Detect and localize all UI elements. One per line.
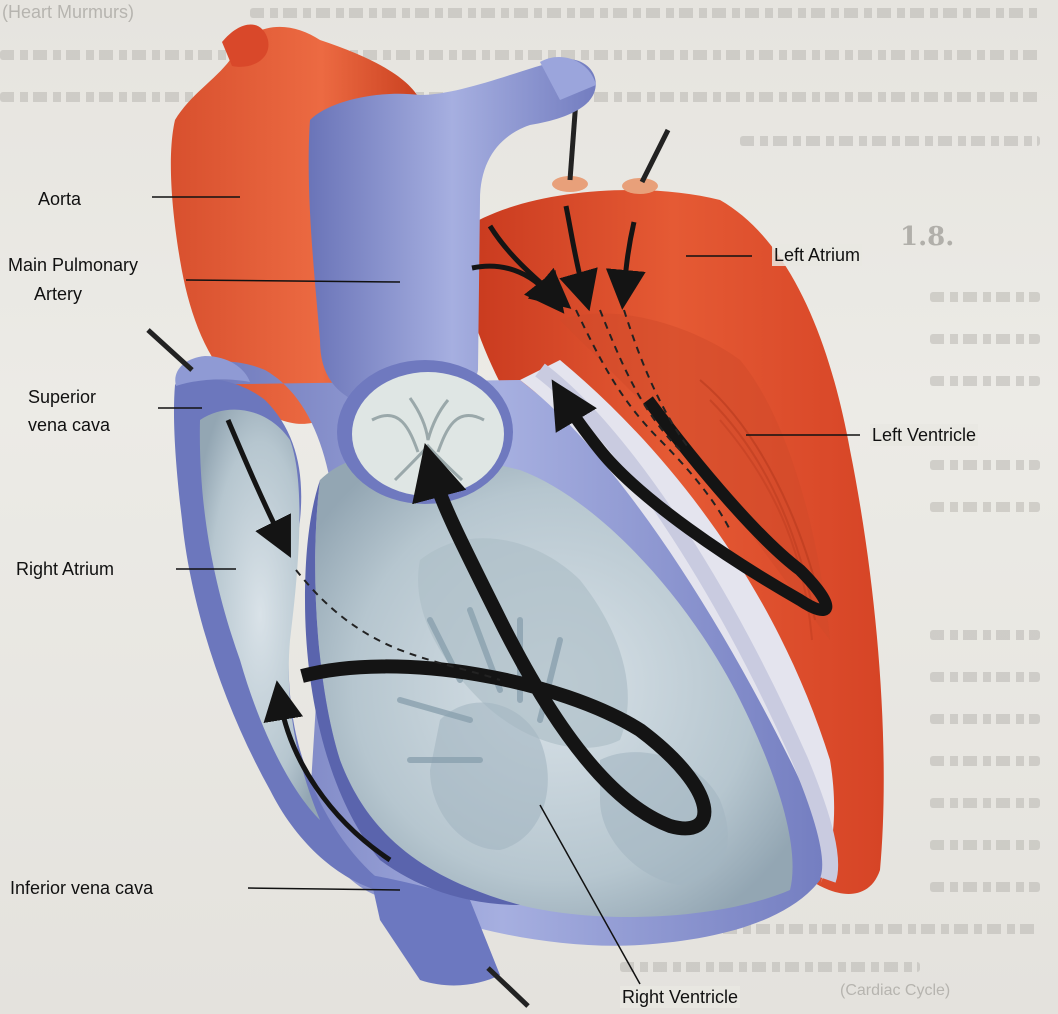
- label-left-atrium: Left Atrium: [772, 244, 862, 266]
- label-main-pulmonary-artery-2: Artery: [34, 283, 82, 305]
- label-superior-vena-cava-2: vena cava: [28, 414, 110, 436]
- label-inferior-vena-cava: Inferior vena cava: [10, 877, 153, 899]
- label-main-pulmonary-artery-1: Main Pulmonary: [8, 254, 138, 276]
- label-superior-vena-cava-1: Superior: [28, 386, 96, 408]
- pulmonary-valve: [337, 360, 513, 504]
- label-left-ventricle: Left Ventricle: [870, 424, 978, 446]
- label-right-atrium: Right Atrium: [16, 558, 114, 580]
- label-aorta: Aorta: [38, 188, 81, 210]
- label-right-ventricle: Right Ventricle: [620, 986, 740, 1008]
